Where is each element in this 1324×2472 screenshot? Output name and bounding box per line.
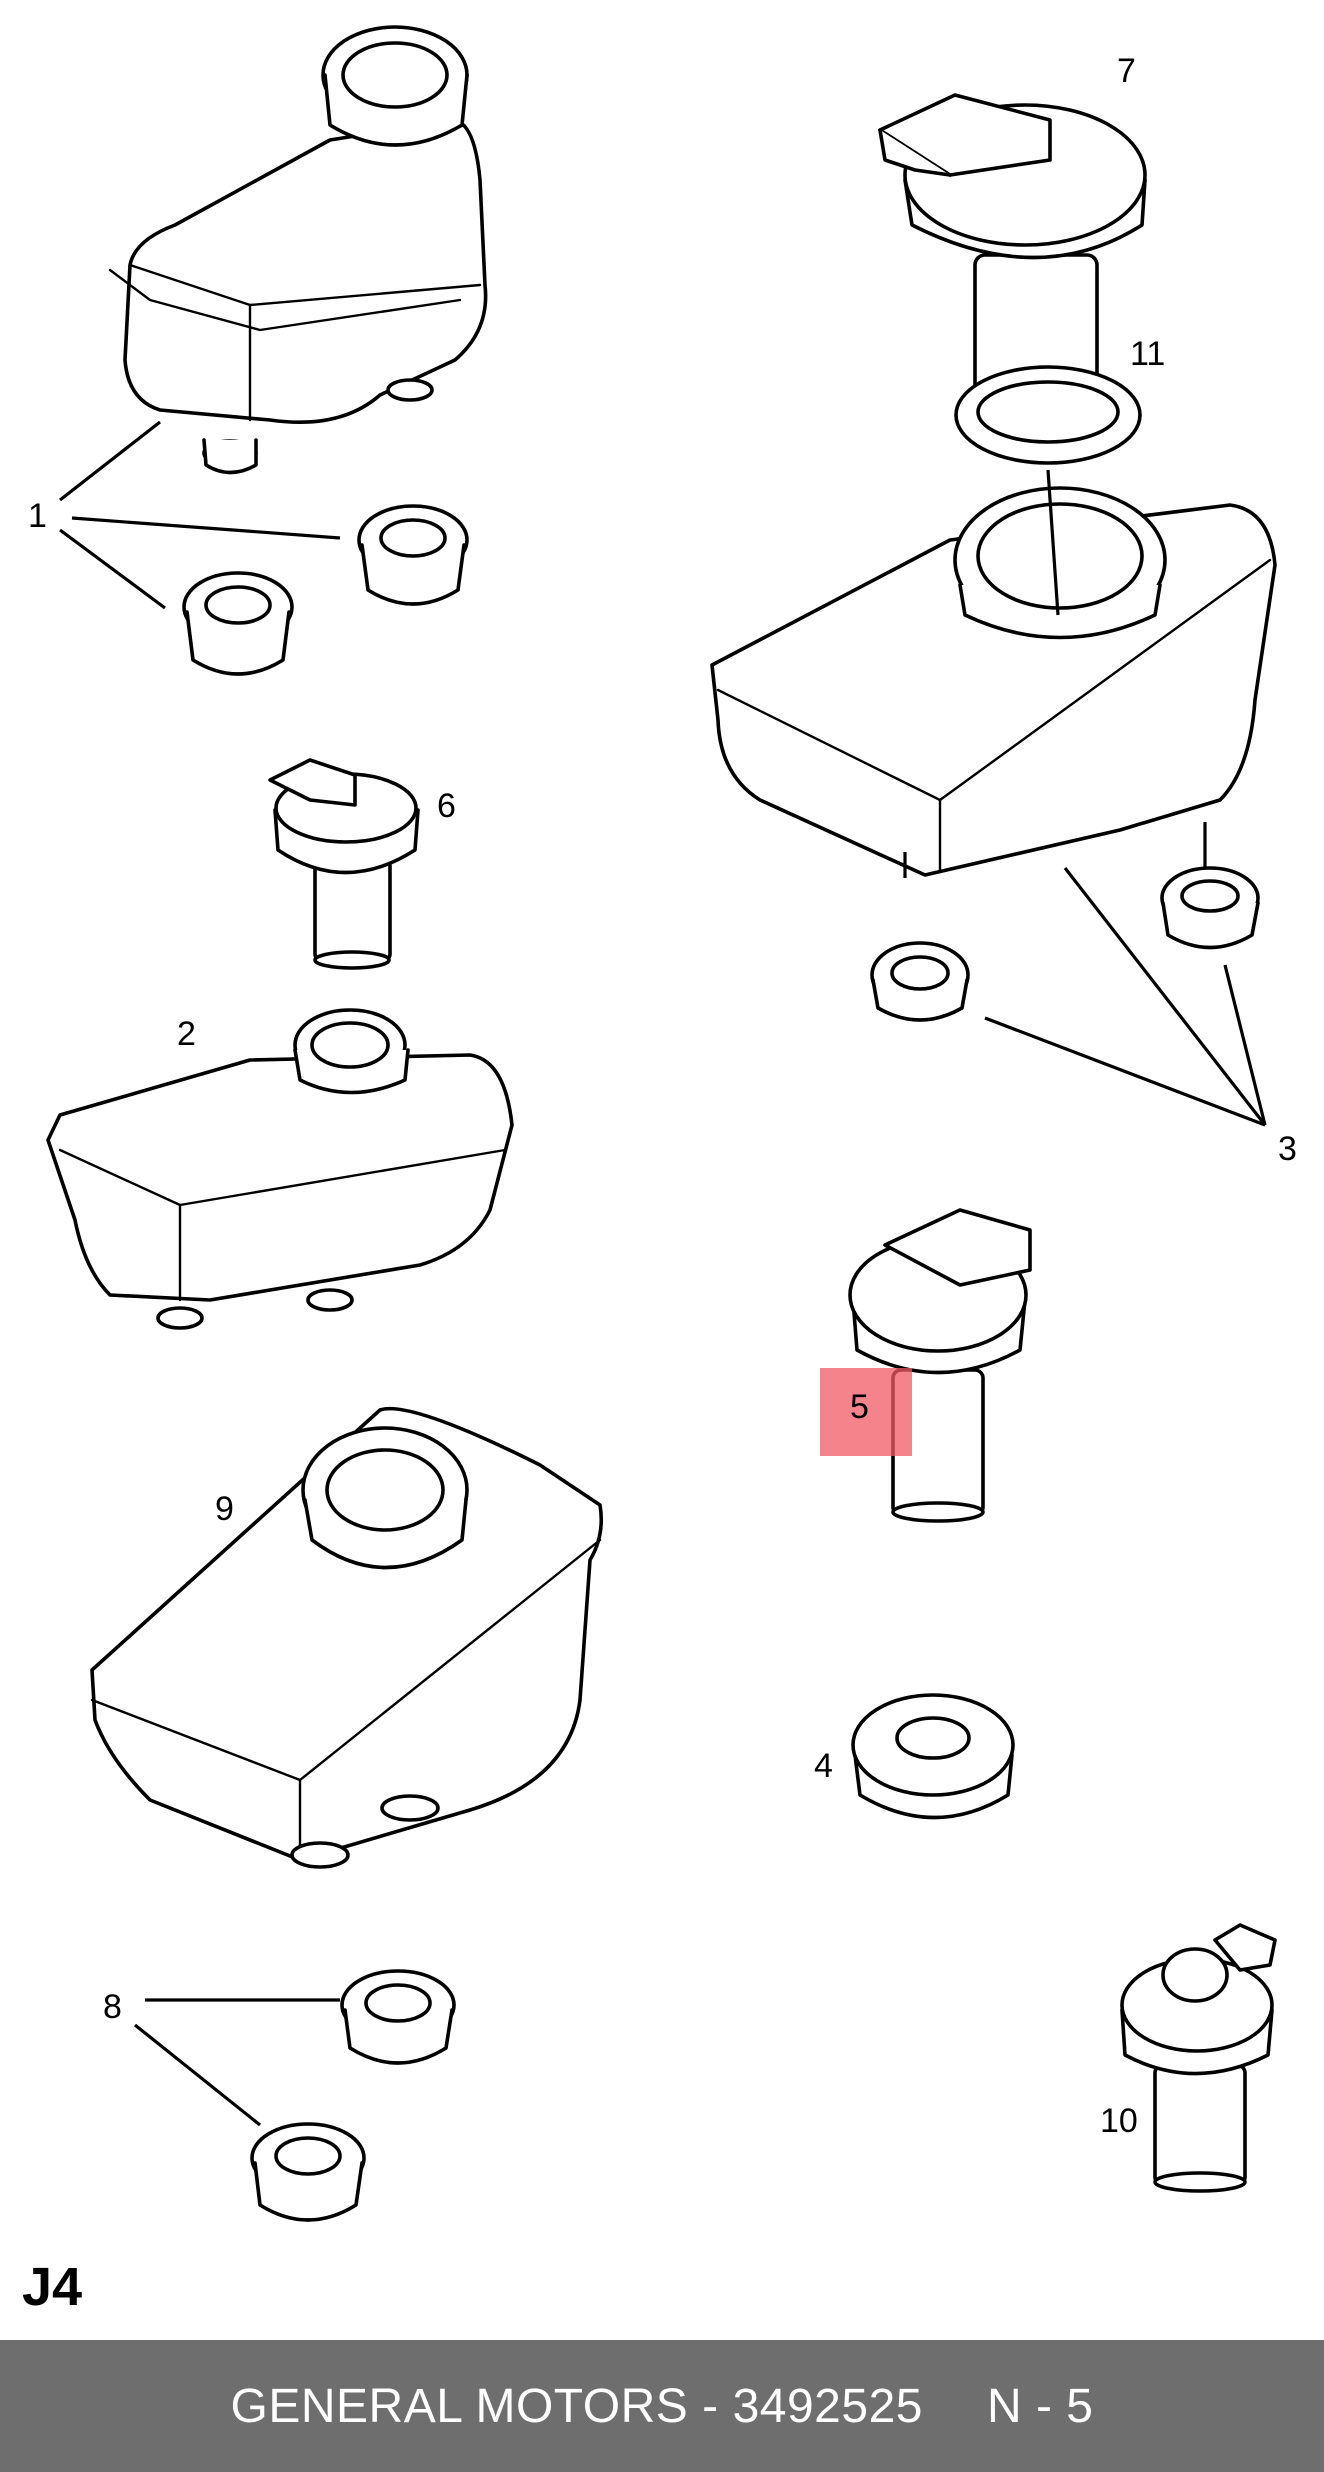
cap-10[interactable] — [1120, 1923, 1277, 2193]
callout-2: 2 — [177, 1015, 196, 1053]
grommet-3b[interactable] — [870, 941, 970, 1022]
callout-5: 5 — [850, 1388, 869, 1426]
grommet-3a[interactable] — [1160, 866, 1260, 950]
grommet-1a[interactable] — [357, 504, 469, 606]
cap-6[interactable] — [268, 758, 420, 970]
footer-brand: GENERAL MOTORS - — [230, 2379, 719, 2433]
callout-3: 3 — [1278, 1130, 1297, 1168]
footer-text: GENERAL MOTORS -3492525 N - 5 — [231, 2379, 1094, 2434]
page-code: J4 — [22, 2257, 83, 2317]
callout-9: 9 — [215, 1490, 234, 1528]
callout-8: 8 — [103, 1988, 122, 2026]
grommet-1b[interactable] — [182, 571, 294, 676]
seal-11[interactable] — [954, 365, 1142, 465]
callout-6: 6 — [437, 787, 456, 825]
footer-bar: GENERAL MOTORS -3492525 N - 5 — [0, 2340, 1324, 2472]
leader-lines — [59, 420, 1267, 2127]
callout-1: 1 — [28, 497, 47, 535]
footer-reference: N - 5 — [986, 2379, 1094, 2433]
callout-4: 4 — [814, 1747, 833, 1785]
cap-4[interactable] — [851, 1693, 1015, 1820]
grommet-8b[interactable] — [250, 2122, 366, 2222]
cap-7[interactable] — [878, 93, 1147, 407]
footer-part-number: 3492525 — [732, 2379, 923, 2433]
exploded-parts-diagram: 1 2 3 4 5 6 7 8 9 10 11 — [28, 25, 1297, 2222]
reservoir-3[interactable] — [710, 486, 1277, 877]
highlight-part-5 — [820, 1368, 912, 1456]
reservoir-2[interactable] — [46, 1008, 514, 1330]
callout-11: 11 — [1130, 335, 1165, 373]
callout-7: 7 — [1117, 52, 1136, 90]
callout-10: 10 — [1100, 2102, 1138, 2140]
reservoir-9[interactable] — [90, 1406, 604, 1869]
cap-5[interactable] — [848, 1208, 1032, 1523]
grommet-8a[interactable] — [340, 1969, 456, 2065]
reservoir-1[interactable] — [108, 25, 488, 475]
